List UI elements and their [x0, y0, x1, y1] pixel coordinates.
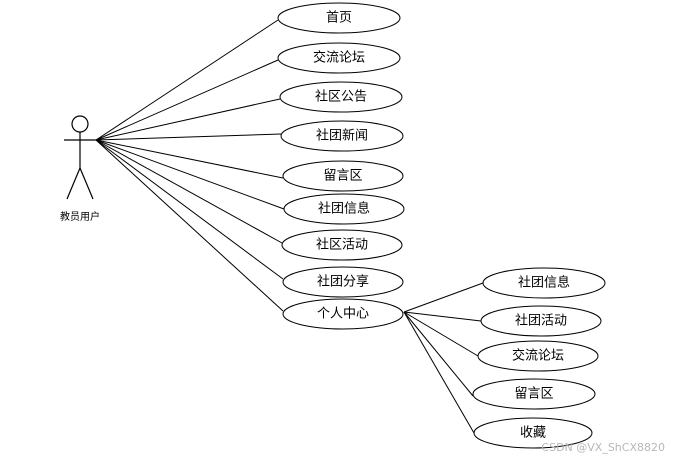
usecase-pc-club-info: 社团信息: [482, 267, 606, 299]
usecase-pc-favorites: 收藏: [473, 417, 593, 449]
usecase-label: 社团信息: [518, 275, 570, 291]
usecase-label: 社区公告: [315, 89, 367, 105]
usecase-ellipse: [282, 298, 404, 330]
usecase-ellipse: [482, 267, 606, 299]
association-actor-home: [95, 19, 279, 141]
actor-teacher-user: 教员用户: [60, 115, 100, 223]
usecase-ellipse: [480, 305, 602, 337]
usecase-ellipse: [283, 193, 405, 225]
association-lines: [95, 19, 484, 434]
association-personal-center-pc-forum: [403, 311, 479, 357]
usecase-ellipse: [277, 42, 401, 74]
association-actor-personal-center: [95, 139, 284, 312]
actor-right-leg: [79, 167, 94, 200]
actor-left-leg: [66, 167, 81, 200]
usecase-label: 留言区: [323, 169, 362, 184]
usecase-label: 收藏: [520, 426, 546, 441]
actor-label: 教员用户: [60, 210, 100, 223]
usecase-label: 交流论坛: [313, 50, 365, 66]
usecase-label: 个人中心: [317, 307, 369, 322]
usecase-label: 社团活动: [515, 313, 567, 329]
usecase-label: 留言区: [514, 387, 553, 402]
usecase-ellipse: [277, 2, 401, 34]
watermark: CSDN @VX_ShCX8820: [541, 441, 665, 454]
association-actor-forum: [95, 59, 279, 141]
usecase-pc-message-board: 留言区: [472, 378, 596, 410]
usecase-community-activity: 社区活动: [281, 229, 403, 261]
usecase-label: 社团分享: [317, 274, 369, 290]
usecase-message-board: 留言区: [282, 160, 404, 192]
usecase-ellipse: [473, 417, 593, 449]
usecase-ellipse: [280, 120, 404, 152]
usecase-pc-club-activity: 社团活动: [480, 305, 602, 337]
association-actor-message-board: [95, 139, 284, 179]
usecase-ellipse: [472, 378, 596, 410]
usecase-label: 首页: [326, 11, 352, 26]
usecase-label: 社团信息: [318, 201, 370, 217]
association-actor-club-info: [95, 139, 285, 210]
usecase-club-share: 社团分享: [282, 266, 404, 298]
association-actor-community-activity: [95, 139, 283, 244]
usecase-label: 社团新闻: [316, 128, 368, 144]
usecase-label: 交流论坛: [512, 348, 564, 364]
usecase-ellipse: [281, 229, 403, 261]
usecase-community-notice: 社区公告: [279, 81, 403, 113]
usecase-club-info: 社团信息: [283, 193, 405, 225]
association-personal-center-pc-club-activity: [403, 311, 482, 322]
usecase-home: 首页: [277, 2, 401, 34]
usecase-ellipse: [282, 160, 404, 192]
association-personal-center-pc-favorites: [403, 311, 475, 434]
association-actor-community-notice: [95, 98, 281, 141]
usecase-pc-forum: 交流论坛: [477, 340, 599, 372]
usecase-club-news: 社团新闻: [280, 120, 404, 152]
usecase-ellipse: [282, 266, 404, 298]
use-cases: 首页交流论坛社区公告社团新闻留言区社团信息社区活动社团分享个人中心社团信息社团活…: [277, 2, 606, 449]
association-actor-club-news: [95, 133, 282, 141]
actor-head: [71, 115, 89, 133]
association-actor-club-share: [95, 139, 284, 280]
usecase-forum: 交流论坛: [277, 42, 401, 74]
usecase-label: 社区活动: [316, 237, 368, 253]
association-personal-center-pc-club-info: [403, 282, 484, 313]
usecase-personal-center: 个人中心: [282, 298, 404, 330]
usecase-ellipse: [477, 340, 599, 372]
association-personal-center-pc-message-board: [403, 311, 474, 397]
usecase-ellipse: [279, 81, 403, 113]
